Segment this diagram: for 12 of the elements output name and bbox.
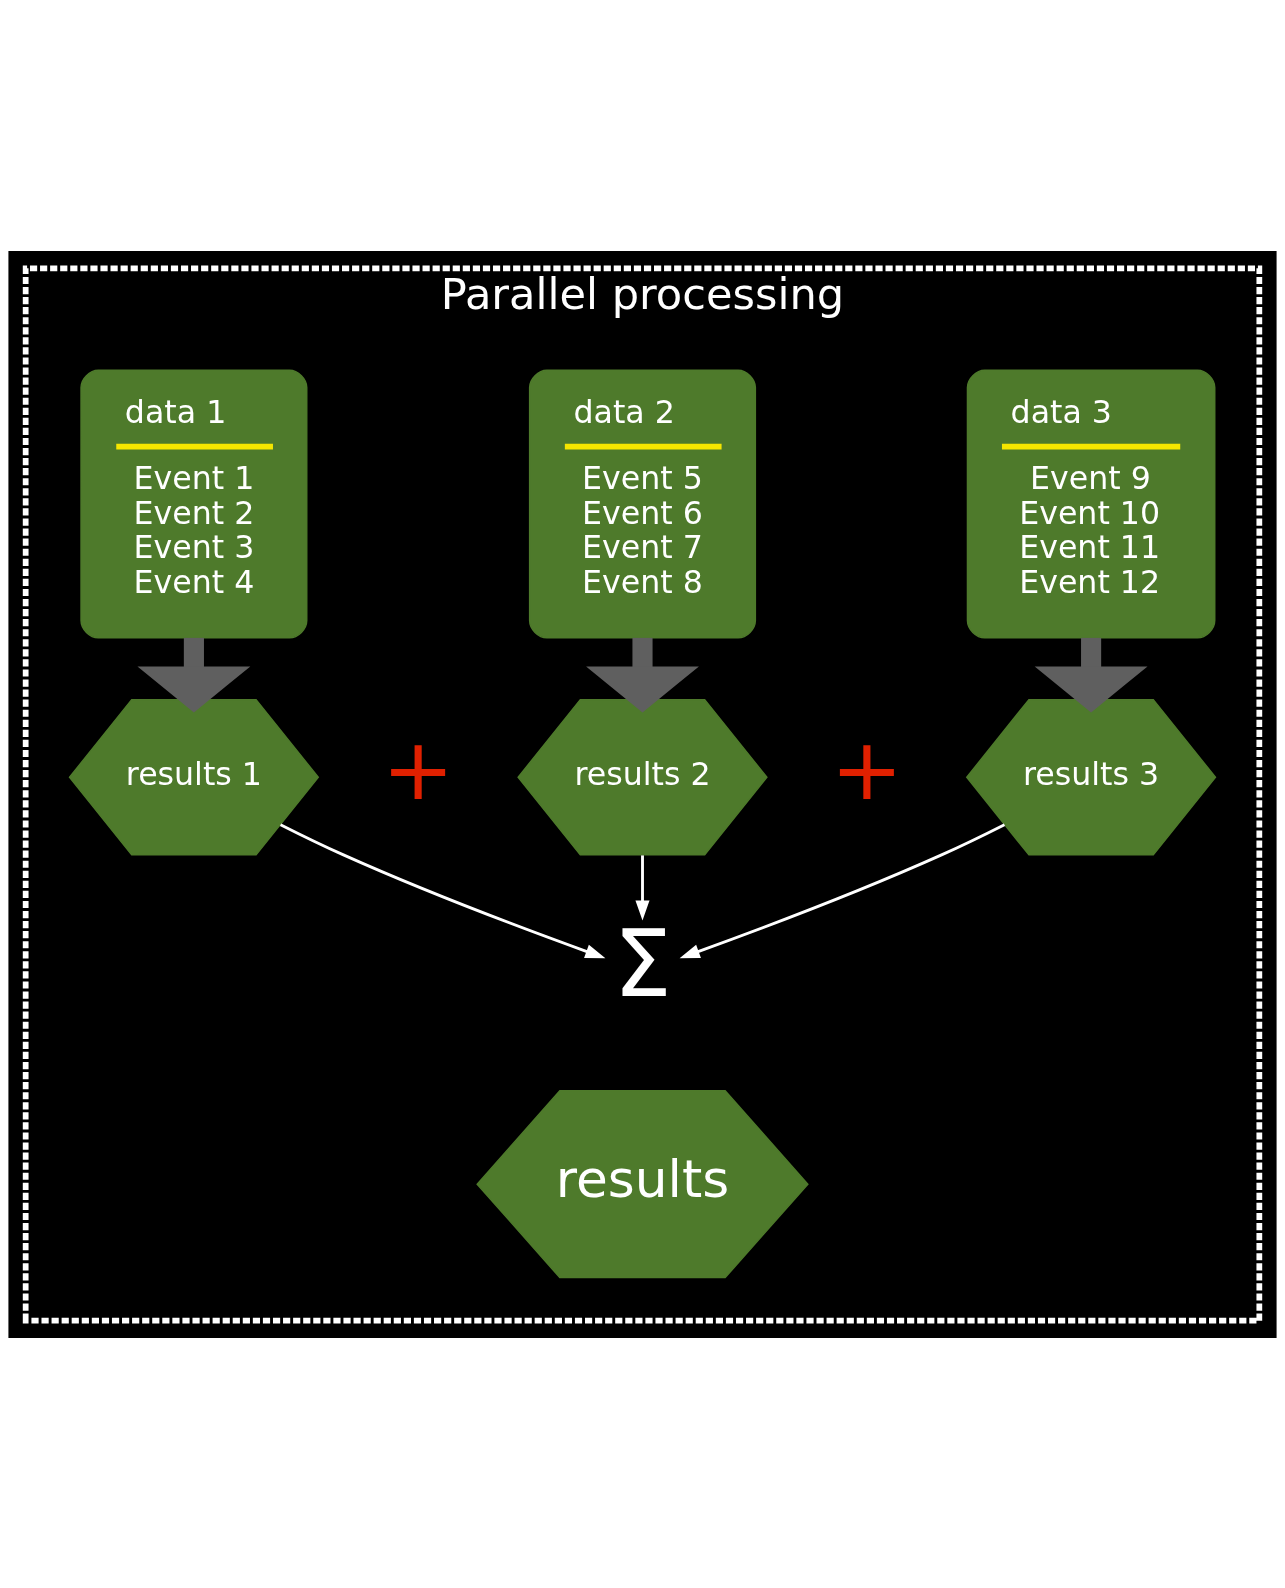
- arrow: [279, 822, 606, 958]
- arrow: [1034, 637, 1148, 712]
- node-box: data 1 Event 1 Event 2 Event 3 Event 4: [80, 369, 308, 638]
- arrow: [137, 637, 251, 712]
- arrow: [635, 854, 650, 921]
- arrow: [586, 637, 699, 712]
- label: +: [382, 718, 455, 819]
- node-box: data 3 Event 9 Event 10 Event 11 Event 12: [966, 369, 1216, 638]
- arrow: [679, 822, 1006, 958]
- label: +: [830, 718, 903, 819]
- node-box: data 2 Event 5 Event 6 Event 7 Event 8: [528, 369, 757, 638]
- node-text: Σ: [613, 910, 672, 1018]
